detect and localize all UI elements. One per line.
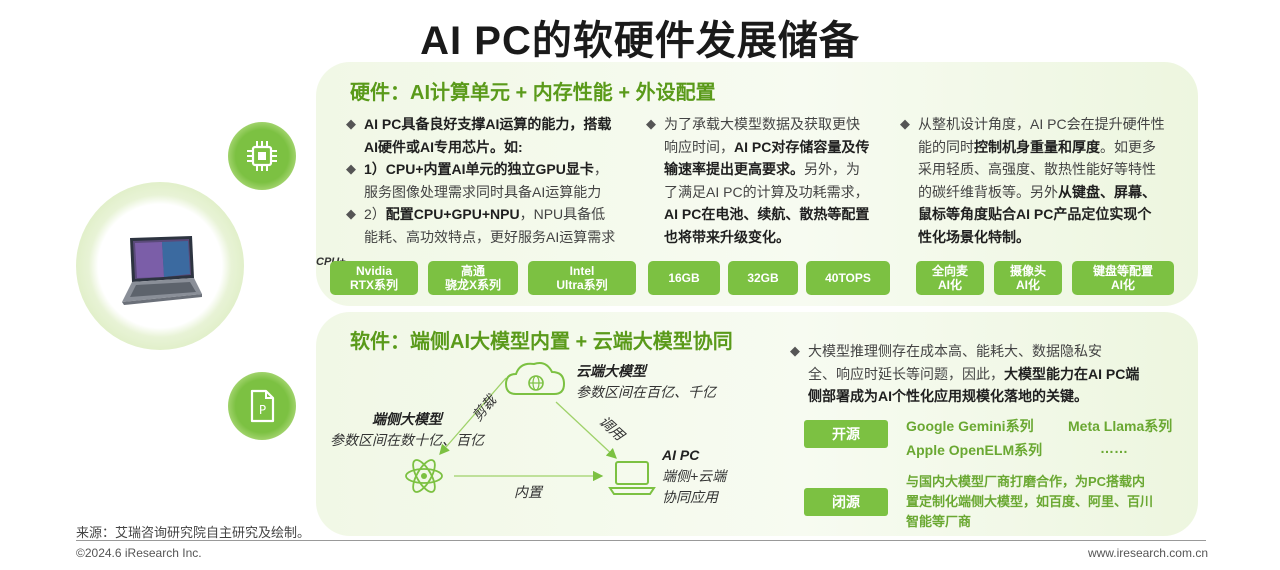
edge-cut-arrow xyxy=(439,377,507,455)
cloud-model-title: 云端大模型 xyxy=(576,363,646,379)
model-google-gemini: Google Gemini系列 xyxy=(906,418,1034,434)
hardware-bullet-ai-chip: ◆AI PC具备良好支撑AI运算的能力，搭载 AI硬件或AI专用芯片。如: xyxy=(346,116,612,155)
hardware-bullet-gpu: ◆1）CPU+内置AI单元的独立GPU显卡， 服务图像处理需求同时具备AI运算能… xyxy=(346,161,608,200)
closed-source-description: 与国内大模型厂商打磨合作，为PC搭载内 置定制化端侧大模型，如百度、阿里、百川 … xyxy=(906,474,1154,529)
aipc-title: AI PC xyxy=(662,447,700,463)
software-heading: 软件：端侧AI大模型内置 + 云端大模型协同 xyxy=(350,331,733,353)
software-panel xyxy=(316,312,1198,536)
edge-builtin-label: 内置 xyxy=(514,484,542,500)
model-diagram xyxy=(405,362,656,495)
hardware-heading: 硬件：AI计算单元 + 内存性能 + 外设配置 xyxy=(350,82,716,104)
file-circle: P xyxy=(228,372,296,440)
tag-16gb: 16GB xyxy=(648,261,720,295)
atom-icon xyxy=(405,459,443,493)
source-note: 来源：艾瑞咨询研究院自主研究及绘制。 xyxy=(76,525,311,540)
device-model-params: 参数区间在数十亿、百亿 xyxy=(330,432,484,448)
hardware-bullet-memory: ◆为了承载大模型数据及获取更快 响应时间，AI PC对存储容量及传 输速率提出更… xyxy=(646,116,870,245)
chip-icon xyxy=(247,141,277,171)
website-url: www.iresearch.com.cn xyxy=(1087,546,1208,560)
open-source-label: 开源 xyxy=(804,420,888,448)
model-meta-llama: Meta Llama系列 xyxy=(1068,418,1173,434)
file-icon: P xyxy=(250,389,275,423)
aipc-laptop-icon xyxy=(608,461,656,495)
model-apple-openelm: Apple OpenELM系列 xyxy=(906,442,1043,458)
cloud-model-params: 参数区间在百亿、千亿 xyxy=(576,384,716,400)
footer-divider xyxy=(76,540,1206,541)
chip-circle xyxy=(228,122,296,190)
device-model-title: 端侧大模型 xyxy=(372,411,442,427)
copyright: ©2024.6 iResearch Inc. xyxy=(76,546,202,560)
cloud-globe-icon xyxy=(504,362,566,395)
aipc-line1: 端侧+云端 xyxy=(662,468,727,484)
model-ellipsis: …… xyxy=(1100,440,1128,456)
page-title: AI PC的软硬件发展储备 xyxy=(420,19,860,63)
aipc-line2: 协同应用 xyxy=(662,489,718,505)
laptop-icon xyxy=(122,236,202,305)
hardware-bullet-design: ◆从整机设计角度，AI PC会在提升硬件性 能的同时控制机身重量和厚度。如更多 … xyxy=(900,116,1165,245)
edge-call-arrow xyxy=(555,401,617,459)
tag-32gb: 32GB xyxy=(728,261,798,295)
svg-text:P: P xyxy=(259,403,266,417)
tag-40tops: 40TOPS xyxy=(806,261,890,295)
software-bullet: ◆大模型推理侧存在成本高、能耗大、数据隐私安 全、响应时延长等问题，因此，大模型… xyxy=(790,343,1140,404)
tag-qualcomm: 高通骁龙X系列 xyxy=(428,261,518,295)
closed-source-label: 闭源 xyxy=(804,488,888,516)
hardware-bullet-npu: ◆2）配置CPU+GPU+NPU，NPU具备低 能耗、高功效特点，更好服务AI运… xyxy=(346,206,616,245)
